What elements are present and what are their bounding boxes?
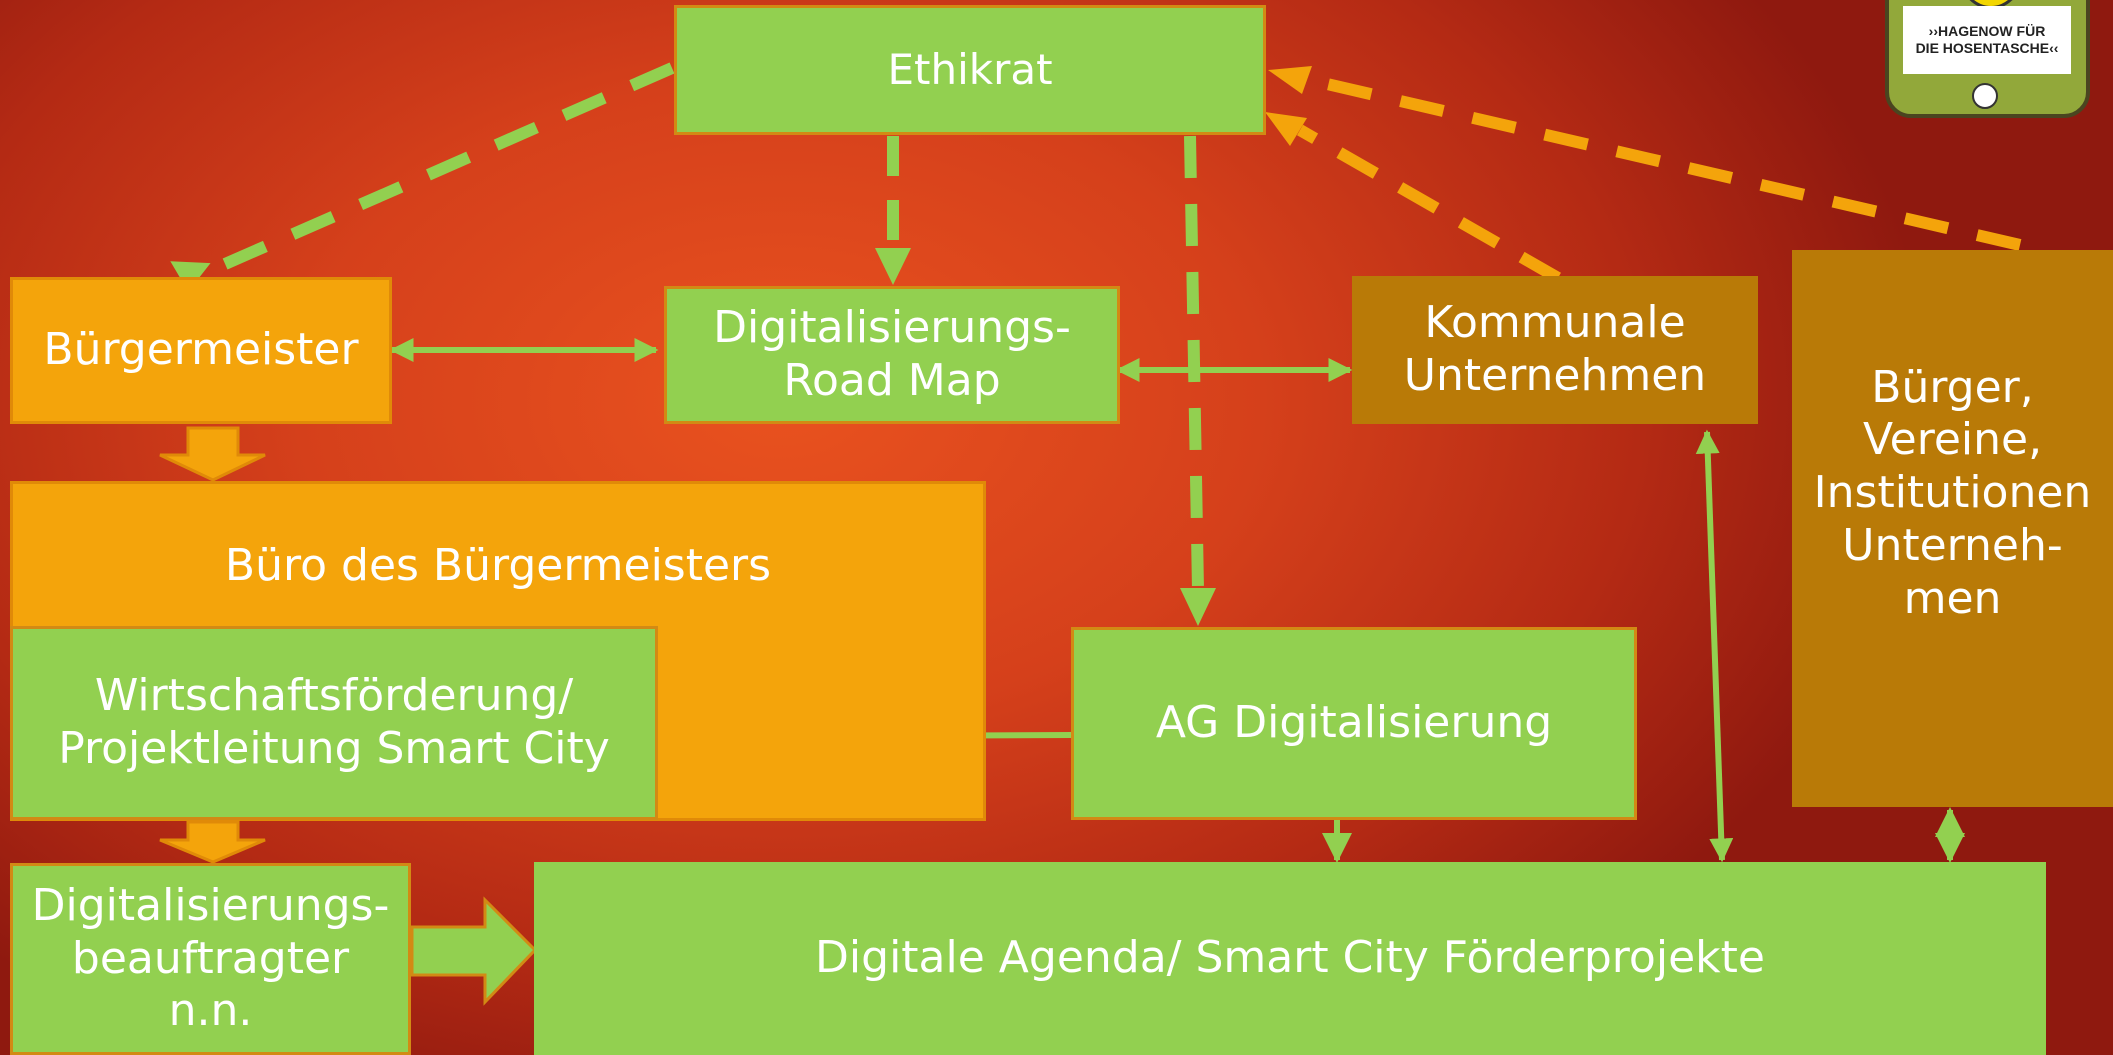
arrowhead-ethikrat-upper (1268, 66, 1312, 94)
dashed-arrow-buerger-to-ethikrat (1308, 74, 2022, 251)
buergermeister-label: Bürgermeister (43, 324, 359, 376)
roadmap-label: Digitalisierungs- Road Map (713, 302, 1071, 406)
kommunale-box: Kommunale Unternehmen (1352, 276, 1758, 424)
block-arrow-buergermeister-to-buero (159, 426, 266, 482)
buerger-box: Bürger, Vereine, Institutionen Unterneh-… (1792, 250, 2113, 807)
roadmap-box: Digitalisierungs- Road Map (664, 286, 1120, 424)
block-arrow-wirtschaft-to-beauftragter (159, 820, 266, 864)
arrowhead-ethikrat-lower (1265, 112, 1307, 146)
arrowhead-roadmap (875, 248, 911, 285)
ag-label: AG Digitalisierung (1155, 697, 1553, 749)
agenda-label: Digitale Agenda/ Smart City Förderprojek… (815, 932, 1765, 984)
ethikrat-box: Ethikrat (674, 5, 1266, 135)
dashed-arrow-ethikrat-to-buergermeister (197, 62, 675, 281)
dashed-arrow-kommunale-to-ethikrat (1297, 124, 1561, 284)
agenda-box: Digitale Agenda/ Smart City Förderprojek… (534, 862, 2046, 1055)
dashed-arrow-ethikrat-to-ag (1184, 135, 1204, 591)
buergermeister-box: Bürgermeister (10, 277, 392, 424)
beauftragter-label: Digitalisierungs- beauftragter n.n. (31, 879, 390, 1037)
phone-home-button-icon (1972, 83, 1998, 109)
beauftragter-box: Digitalisierungs- beauftragter n.n. (10, 863, 411, 1055)
kommunale-label: Kommunale Unternehmen (1403, 297, 1707, 401)
arrowhead-buergermeister (170, 261, 211, 292)
logo-text: ››HAGENOW FÜR DIE HOSENTASCHE‹‹ (1903, 6, 2071, 74)
arrowhead-ag (1180, 588, 1216, 626)
block-arrow-beauftragter-to-agenda (410, 896, 538, 1006)
wirtschaft-box: Wirtschaftsförderung/ Projektleitung Sma… (10, 626, 658, 820)
buerger-label: Bürger, Vereine, Institutionen Unterneh-… (1813, 361, 2092, 624)
ethikrat-label: Ethikrat (887, 44, 1053, 94)
double-arrow-kommunale-agenda (1695, 429, 1734, 863)
wirtschaft-label: Wirtschaftsförderung/ Projektleitung Sma… (58, 670, 610, 774)
ag-box: AG Digitalisierung (1071, 627, 1637, 820)
hagenow-phone-logo: ››HAGENOW FÜR DIE HOSENTASCHE‹‹ (1885, 0, 2090, 118)
buero-label: Büro des Bürgermeisters (224, 540, 772, 591)
